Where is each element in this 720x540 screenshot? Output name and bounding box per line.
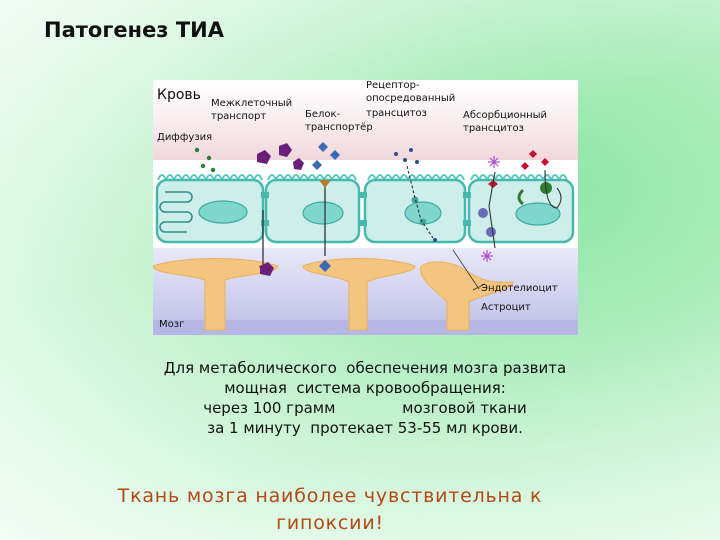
label-endothelial: Эндотелиоцит [481, 283, 558, 294]
body-line-3: через 100 грамм мозговой ткани [203, 399, 527, 417]
endothelial-pointer [452, 249, 480, 290]
key-statement: Ткань мозга наиболее чувствительна к гип… [30, 483, 630, 537]
key-statement-line-1: Ткань мозга наиболее чувствительна к [117, 485, 543, 507]
blood-compartment [153, 80, 578, 160]
diffusion-membrane-folds [159, 191, 193, 233]
astrocyte-pointer [472, 283, 486, 291]
nuclei [198, 200, 561, 226]
label-receptor-1: Рецептор- [366, 80, 420, 91]
label-intercellular-1: Межклеточный [211, 98, 293, 109]
absorptive-path [488, 171, 496, 249]
bbb-diagram-svg [153, 80, 578, 335]
paracellular-molecules [257, 143, 304, 276]
slide-title: Патогенез ТИА [44, 18, 224, 42]
body-line-4: за 1 минуту протекает 53-55 мл крови. [207, 419, 523, 437]
body-line-2: мощная система кровообращения: [224, 379, 506, 397]
receptor-path [406, 165, 434, 239]
label-astrocyte: Астроцит [481, 302, 531, 313]
label-brain: Мозг [159, 319, 185, 330]
label-absorption-2: трансцитоз [463, 123, 524, 134]
label-intercellular-2: транспорт [211, 111, 267, 122]
absorptive-loop [544, 169, 562, 209]
label-diffusion: Диффузия [157, 132, 213, 143]
body-paragraph: Для метаболического обеспечения мозга ра… [90, 358, 640, 438]
bbb-transport-diagram: Кровь Диффузия Межклеточный транспорт Бе… [153, 80, 578, 335]
transporter-molecules [312, 142, 340, 272]
tight-junctions [261, 192, 471, 226]
label-receptor-2: опосредованный [366, 93, 456, 104]
astrocytes [153, 258, 514, 331]
label-protein-2: транспортёр [305, 122, 373, 133]
label-blood: Кровь [157, 87, 201, 103]
diffusion-molecules [194, 147, 216, 173]
label-protein-1: Белок- [305, 109, 341, 120]
label-receptor-3: трансцитоз [366, 108, 427, 119]
key-statement-line-2: гипоксии! [276, 512, 384, 534]
label-absorption-1: Абсорбционный [463, 110, 548, 121]
receptor-molecules [394, 148, 437, 242]
body-line-1: Для метаболического обеспечения мозга ра… [163, 359, 567, 377]
transporter-protein [319, 180, 331, 188]
